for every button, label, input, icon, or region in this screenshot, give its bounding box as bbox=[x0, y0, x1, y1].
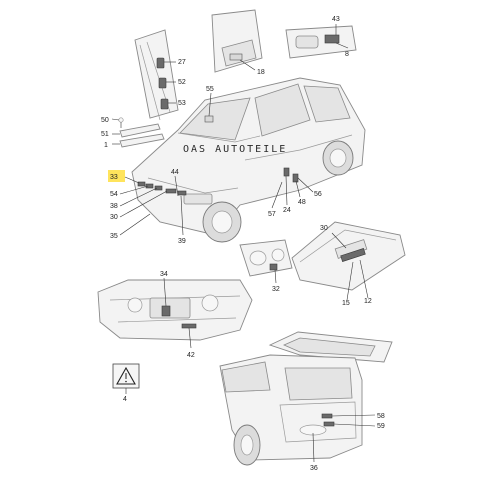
callout-36: 36 bbox=[310, 465, 318, 472]
pillar-label-a bbox=[283, 167, 290, 177]
label-53 bbox=[160, 98, 169, 110]
rail-strip-1 bbox=[119, 133, 165, 148]
callout-48: 48 bbox=[298, 199, 306, 206]
support-label-e bbox=[177, 190, 187, 196]
callout-27: 27 bbox=[178, 59, 186, 66]
callout-4: 4 bbox=[123, 396, 127, 403]
callout-59: 59 bbox=[377, 423, 385, 430]
label-27 bbox=[156, 57, 165, 69]
callout-42: 42 bbox=[187, 352, 195, 359]
support-label-c bbox=[154, 185, 163, 191]
callout-30-front: 30 bbox=[110, 214, 118, 221]
overhead-label bbox=[324, 34, 340, 44]
windscreen-sticker bbox=[204, 115, 214, 123]
visor-sticker bbox=[229, 53, 243, 61]
rear-vehicle: 58 59 36 bbox=[219, 331, 393, 472]
support-label-a bbox=[137, 181, 146, 187]
b-pillar-inset: 27 52 53 bbox=[134, 29, 186, 121]
highlight-box bbox=[108, 170, 125, 182]
callout-32: 32 bbox=[272, 286, 280, 293]
callout-51: 51 bbox=[101, 131, 109, 138]
callout-35: 35 bbox=[110, 233, 118, 240]
rail-parts: 50 51 1 bbox=[101, 117, 165, 149]
callout-53: 53 bbox=[178, 100, 186, 107]
support-label-d bbox=[165, 188, 177, 194]
callout-57: 57 bbox=[268, 211, 276, 218]
overhead-console-inset: 43 8 bbox=[285, 16, 357, 59]
switch-label bbox=[269, 263, 278, 271]
label-52 bbox=[158, 77, 167, 89]
callout-43: 43 bbox=[332, 16, 340, 23]
callout-39: 39 bbox=[178, 238, 186, 245]
warning-triangle-label: 4 bbox=[112, 363, 140, 403]
callout-18: 18 bbox=[257, 69, 265, 76]
callout-58: 58 bbox=[377, 413, 385, 420]
callout-54: 54 bbox=[110, 191, 118, 198]
fuse-panel-inset: 30 15 12 bbox=[291, 221, 406, 307]
main-callouts: 55 44 39 33 54 38 30 35 57 24 48 56 bbox=[108, 86, 322, 245]
watermark-text: OAS AUTOTEILE bbox=[183, 144, 287, 155]
rail-strip-51 bbox=[119, 123, 161, 138]
callout-1: 1 bbox=[104, 142, 108, 149]
callout-12: 12 bbox=[364, 298, 372, 305]
callout-33: 33 bbox=[110, 174, 118, 181]
trunk-label-58 bbox=[321, 413, 333, 419]
engine-bay-inset: 34 42 bbox=[97, 271, 253, 359]
engine-label-42 bbox=[181, 323, 197, 329]
callout-38: 38 bbox=[110, 203, 118, 210]
callout-52: 52 bbox=[178, 79, 186, 86]
callout-30-fuse: 30 bbox=[320, 225, 328, 232]
callout-15: 15 bbox=[342, 300, 350, 307]
pillar-label-b bbox=[292, 173, 299, 183]
support-label-b bbox=[145, 183, 154, 189]
callout-34: 34 bbox=[160, 271, 168, 278]
sun-visor-inset: 18 bbox=[211, 9, 265, 76]
callout-56: 56 bbox=[314, 191, 322, 198]
light-switch-inset: 32 bbox=[239, 239, 293, 293]
engine-label-34 bbox=[161, 305, 171, 317]
warning-icon bbox=[116, 366, 136, 385]
callout-50: 50 bbox=[101, 117, 109, 124]
callout-55: 55 bbox=[206, 86, 214, 93]
fuse-label bbox=[340, 248, 366, 262]
trunk-label-59 bbox=[323, 421, 335, 427]
callout-8: 8 bbox=[345, 51, 349, 58]
callout-44: 44 bbox=[171, 169, 179, 176]
callout-24: 24 bbox=[283, 207, 291, 214]
main-vehicle bbox=[131, 77, 366, 243]
